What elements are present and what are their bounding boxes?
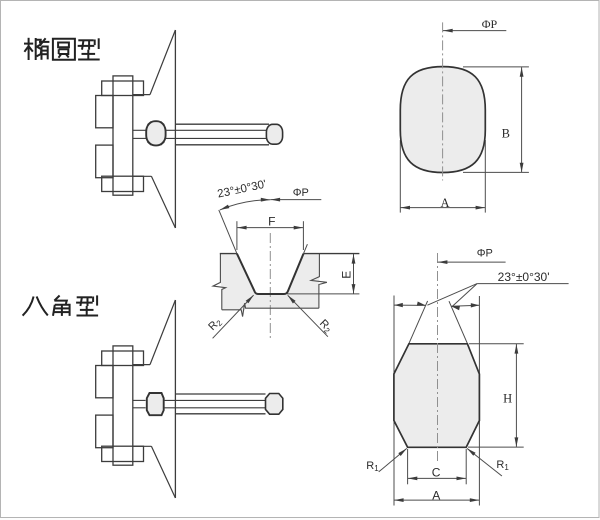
svg-text:ΦP: ΦP [482,17,498,31]
svg-text:C: C [432,465,441,479]
svg-text:R1: R1 [496,459,509,472]
svg-text:A: A [440,196,449,210]
svg-text:ΦP: ΦP [293,187,309,199]
svg-text:23°±0°30': 23°±0°30' [498,270,550,284]
svg-text:ΦP: ΦP [477,248,493,260]
svg-text:A: A [432,488,440,502]
svg-text:E: E [339,271,353,279]
svg-text:H: H [503,391,512,405]
svg-text:B: B [502,126,510,140]
svg-text:F: F [268,215,275,229]
svg-text:R1: R1 [366,460,379,473]
